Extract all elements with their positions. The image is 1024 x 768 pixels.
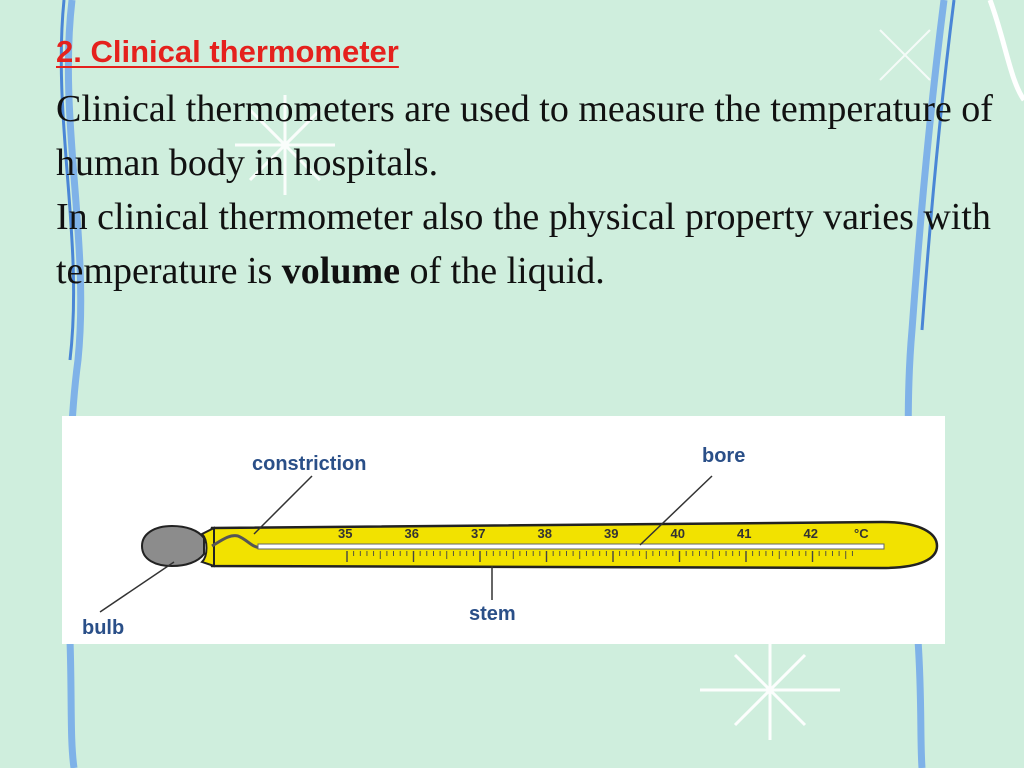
thermometer-figure: 35 36 37 38 39 40 41 42 °C constriction bore bu…: [62, 416, 945, 644]
body-paragraph-2: In clinical thermometer also the physica…: [56, 190, 996, 298]
body-paragraph-1: Clinical thermometers are used to measur…: [56, 88, 993, 184]
body-paragraph-2-text: In clinical thermometer also the physica…: [56, 196, 991, 292]
left-border-line: [64, 0, 85, 768]
slide-body-text: Clinical thermometers are used to measur…: [56, 82, 996, 298]
stem-label: stem: [469, 603, 516, 625]
sparkle-decoration: [879, 29, 931, 81]
top-right-corner-line: [987, 0, 1024, 102]
slide-heading: 2. Clinical thermometer: [56, 34, 399, 69]
scale-number: 38: [538, 526, 552, 541]
scale-number: 41: [737, 526, 751, 541]
constriction-leader-line: [253, 475, 313, 535]
body-paragraph-2-end: of the liquid.: [400, 250, 605, 292]
scale-number: 40: [671, 526, 685, 541]
scale-number: 36: [405, 526, 419, 541]
bore-leader-line: [639, 475, 713, 546]
bulb-leader-line: [99, 561, 175, 613]
scale-number: 42: [804, 526, 818, 541]
bore-capillary: [257, 543, 885, 550]
emphasis-word: volume: [281, 250, 401, 292]
unit-label: °C: [854, 526, 869, 541]
right-border-line-dark: [920, 0, 956, 331]
scale-number: 39: [604, 526, 618, 541]
scale-ticks: [346, 551, 853, 562]
right-border-line: [904, 0, 948, 768]
sparkle-decoration: [235, 95, 335, 195]
constriction-label: constriction: [252, 453, 366, 475]
scale-numbers: 35 36 37 38 39 40 41 42: [338, 526, 818, 541]
sparkle-decoration: [700, 640, 840, 740]
scale-number: 37: [471, 526, 485, 541]
left-border-line-dark: [59, 0, 76, 361]
constriction-capillary: [211, 534, 263, 550]
bulb-label: bulb: [82, 617, 124, 639]
scale-number: 35: [338, 526, 352, 541]
bore-label: bore: [702, 445, 745, 467]
thermometer-diagram: 35 36 37 38 39 40 41 42 °C constriction bore bu…: [82, 445, 939, 639]
thermometer-bulb: [140, 524, 205, 568]
